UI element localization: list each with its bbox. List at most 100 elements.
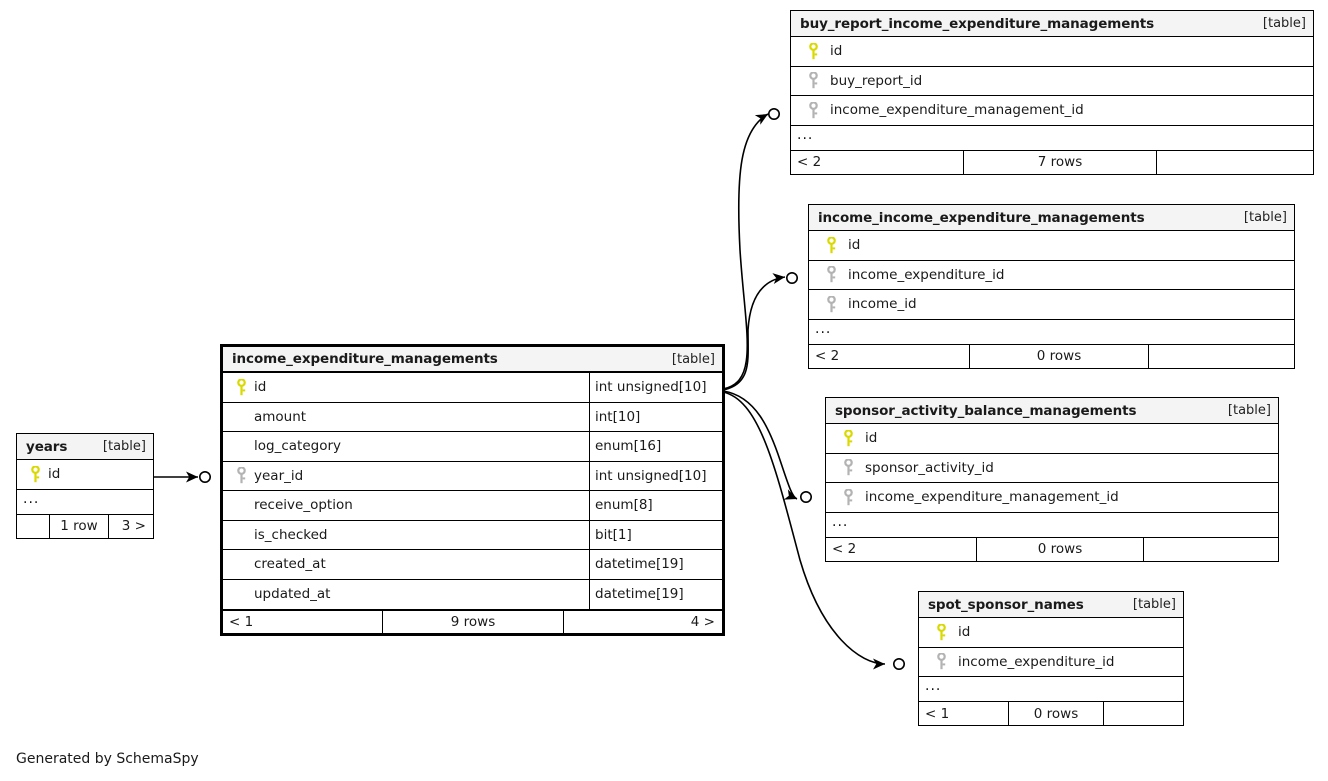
column-type: int unsigned[10]: [589, 373, 722, 402]
table-income-expenditure-managements[interactable]: income_expenditure_managements [table] i…: [220, 344, 725, 636]
table-row[interactable]: receive_option enum[8]: [223, 491, 722, 521]
table-years[interactable]: years [table] id ... 1 row 3 >: [16, 433, 154, 539]
column-name: income_expenditure_management_id: [830, 102, 1084, 119]
table-kind-label: [table]: [1227, 403, 1271, 418]
column-name-cell: buy_report_id: [791, 67, 1313, 96]
table-title-bar: sponsor_activity_balance_managements [ta…: [826, 398, 1278, 424]
table-income-income-expenditure-managements[interactable]: income_income_expenditure_managements [t…: [808, 204, 1295, 369]
foreign-key-icon: [230, 467, 252, 484]
edge-iem-to-income-income: [722, 273, 786, 391]
primary-key-icon: [798, 42, 828, 60]
column-type: int unsigned[10]: [589, 461, 722, 490]
column-name-cell: amount: [223, 403, 589, 432]
table-row[interactable]: amount int[10]: [223, 402, 722, 432]
edge-endpoint-sponsor-activity: [799, 490, 812, 503]
table-row[interactable]: income_expenditure_id: [809, 261, 1294, 290]
child-count[interactable]: [1157, 151, 1313, 174]
table-row[interactable]: year_id int unsigned[10]: [223, 461, 722, 491]
ellipsis-label: ...: [815, 320, 832, 336]
column-name-cell: id: [223, 373, 589, 402]
table-row[interactable]: is_checked bit[1]: [223, 520, 722, 550]
parent-count[interactable]: < 2: [815, 348, 840, 364]
column-name: sponsor_activity_id: [865, 459, 994, 476]
table-title-bar: years [table]: [17, 434, 153, 460]
table-row[interactable]: id: [826, 424, 1278, 454]
child-count[interactable]: [1144, 538, 1278, 561]
column-name-cell: income_expenditure_management_id: [791, 96, 1313, 125]
column-name: log_category: [254, 438, 341, 455]
table-row[interactable]: id: [791, 37, 1313, 67]
table-name: spot_sponsor_names: [928, 596, 1084, 613]
column-name: created_at: [254, 556, 326, 573]
edge-endpoint-years: [199, 470, 212, 483]
table-row[interactable]: income_expenditure_management_id: [791, 96, 1313, 126]
child-count[interactable]: 3 >: [121, 518, 146, 534]
child-count[interactable]: [1104, 702, 1183, 725]
table-row[interactable]: log_category enum[16]: [223, 432, 722, 462]
table-kind-label: [table]: [671, 351, 715, 367]
column-list: id int unsigned[10] amount int[10] log_c…: [223, 373, 722, 609]
column-name-cell: log_category: [223, 432, 589, 461]
table-spot-sponsor-names[interactable]: spot_sponsor_names [table] id income_exp…: [918, 591, 1184, 726]
column-name-cell: id: [791, 37, 1313, 66]
parent-count[interactable]: < 2: [797, 154, 822, 170]
column-name-cell: income_id: [809, 290, 1294, 319]
child-count[interactable]: 4 >: [690, 614, 715, 630]
table-row[interactable]: id int unsigned[10]: [223, 373, 722, 403]
column-name-cell: year_id: [223, 462, 589, 491]
child-count[interactable]: [1149, 345, 1294, 368]
table-row[interactable]: id: [919, 618, 1183, 648]
table-row[interactable]: sponsor_activity_id: [826, 454, 1278, 483]
ellipsis-label: ...: [797, 126, 814, 142]
column-list: id sponsor_activity_id income_expenditur…: [826, 424, 1278, 537]
table-name: buy_report_income_expenditure_management…: [800, 15, 1155, 32]
column-name: id: [865, 430, 878, 447]
column-name-cell: updated_at: [223, 580, 589, 610]
table-footer: 1 row 3 >: [17, 513, 153, 538]
column-type: enum[8]: [589, 491, 722, 520]
table-row[interactable]: id: [809, 231, 1294, 261]
parent-count[interactable]: < 1: [229, 614, 254, 630]
column-type: enum[16]: [589, 432, 722, 461]
column-name: income_expenditure_id: [848, 266, 1005, 283]
foreign-key-icon: [926, 653, 956, 670]
more-columns-indicator: ...: [17, 490, 153, 514]
table-footer: < 1 0 rows: [919, 701, 1183, 725]
more-columns-indicator: ...: [791, 126, 1313, 150]
table-row[interactable]: income_expenditure_id: [919, 648, 1183, 677]
row-count: 0 rows: [976, 537, 1144, 561]
table-row[interactable]: updated_at datetime[19]: [223, 579, 722, 610]
parent-count[interactable]: [17, 515, 49, 538]
table-footer: < 2 7 rows: [791, 149, 1313, 174]
table-row[interactable]: id: [17, 460, 153, 490]
column-name-cell: id: [826, 424, 1278, 453]
table-row[interactable]: created_at datetime[19]: [223, 550, 722, 580]
table-row[interactable]: income_id: [809, 290, 1294, 320]
edge-endpoint-buy-report: [767, 108, 780, 121]
table-buy-report-income-expenditure-managements[interactable]: buy_report_income_expenditure_management…: [790, 10, 1314, 175]
column-type: datetime[19]: [589, 550, 722, 579]
more-columns-indicator: ...: [809, 320, 1294, 344]
column-name-cell: income_expenditure_id: [809, 261, 1294, 290]
column-list: id income_expenditure_id income_id ...: [809, 231, 1294, 344]
row-count: 9 rows: [382, 611, 564, 633]
column-name-cell: income_expenditure_management_id: [826, 483, 1278, 512]
column-name: income_id: [848, 296, 917, 313]
parent-count[interactable]: < 2: [832, 541, 857, 557]
column-list: id buy_report_id income_expenditure_mana…: [791, 37, 1313, 150]
edge-iem-to-sponsor-activity: [722, 390, 798, 500]
table-name: years: [26, 438, 68, 455]
table-kind-label: [table]: [1132, 597, 1176, 612]
foreign-key-icon: [833, 459, 863, 476]
primary-key-icon: [926, 623, 956, 641]
table-name: income_expenditure_managements: [232, 351, 498, 367]
foreign-key-icon: [798, 101, 828, 119]
table-row[interactable]: buy_report_id: [791, 67, 1313, 96]
table-row[interactable]: income_expenditure_management_id: [826, 483, 1278, 513]
more-columns-indicator: ...: [826, 513, 1278, 537]
table-title-bar: income_expenditure_managements [table]: [223, 347, 722, 373]
column-name: id: [958, 624, 971, 641]
column-name-cell: id: [17, 460, 153, 489]
parent-count[interactable]: < 1: [925, 705, 950, 722]
table-sponsor-activity-balance-managements[interactable]: sponsor_activity_balance_managements [ta…: [825, 397, 1279, 562]
